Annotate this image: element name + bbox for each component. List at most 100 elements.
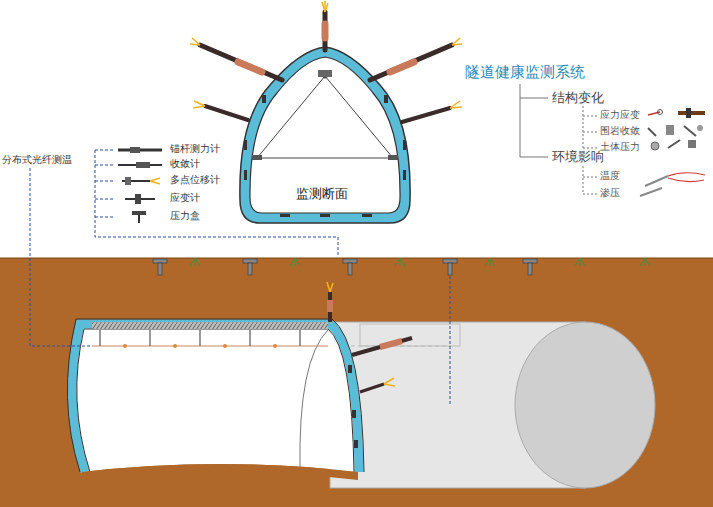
illustration-part (640, 258, 650, 266)
illustration-part (190, 44, 200, 45)
illustration-part (450, 276, 451, 405)
illustration-part (244, 140, 247, 150)
illustration-part (199, 330, 200, 346)
illustration-part (99, 330, 100, 346)
illustration-part (95, 150, 338, 256)
item-label: 应力应变 (600, 109, 640, 121)
illustration-part (248, 263, 252, 275)
illustration-part (651, 142, 659, 150)
legend-leader (95, 150, 338, 256)
illustration-part (130, 147, 140, 153)
illustration-part (243, 259, 257, 263)
illustration-part (658, 110, 663, 115)
illustration-part (354, 440, 358, 448)
illustration-part (360, 324, 460, 346)
illustration-part (244, 170, 247, 180)
illustration-part (523, 259, 537, 263)
illustration-part (244, 95, 406, 217)
category-label: 结构变化 (552, 90, 604, 106)
illustration-part (150, 178, 160, 181)
illustration-part (666, 125, 674, 135)
illustration-part (327, 300, 333, 312)
illustration-part (300, 330, 328, 470)
illustration-part (648, 128, 656, 136)
illustration-part (173, 344, 177, 348)
illustration-part (338, 322, 339, 507)
illustration-part (403, 140, 406, 150)
illustration-part (575, 258, 585, 266)
illustration-part (138, 215, 140, 223)
legend-text: 多点位移计 (170, 174, 220, 186)
illustration-part (273, 344, 277, 348)
illustration-part (125, 177, 131, 185)
legend-text: 应变计 (170, 192, 200, 204)
illustration-part (123, 344, 277, 348)
illustration-part (528, 263, 532, 275)
illustration-part (645, 176, 668, 186)
illustration-part (70, 326, 358, 472)
illustration-part (318, 70, 332, 77)
illustration-part (249, 330, 250, 346)
illustration-part (520, 84, 548, 157)
illustration-part (82, 464, 358, 480)
illustration-part (95, 150, 113, 151)
illustration-part (95, 199, 113, 200)
illustration-part (348, 365, 358, 448)
fiber-label: 分布式光纤测温 (2, 154, 72, 166)
illustration-part (323, 12, 328, 50)
illustration-part (280, 214, 290, 217)
illustration-part (262, 95, 266, 103)
illustration-part (668, 140, 680, 148)
illustration-part (67, 319, 364, 472)
illustration-part (190, 258, 200, 266)
illustration-part (384, 378, 394, 384)
item-label: 围岩收敛 (600, 125, 640, 137)
legend-text: 收敛计 (170, 158, 200, 170)
illustration-part (678, 111, 705, 115)
category-label: 环境影响 (552, 149, 604, 165)
ground (0, 258, 713, 507)
illustration-part (697, 125, 703, 131)
illustration-part (100, 330, 300, 346)
illustration-part (330, 324, 359, 472)
illustration-part (686, 108, 691, 118)
illustration-part (452, 44, 462, 45)
item-label: 温度 (600, 170, 620, 182)
illustration-part (684, 126, 696, 136)
illustration-part (352, 410, 356, 418)
illustration-part (402, 108, 450, 122)
anchor-rods (200, 12, 452, 122)
illustration-part (448, 263, 452, 275)
illustration-part (384, 384, 395, 386)
illustration-part (328, 292, 332, 322)
illustration-part (485, 258, 495, 266)
section-label: 监测断面 (296, 186, 348, 202)
illustration-part (149, 330, 150, 346)
legend-icons (118, 147, 162, 223)
illustration-part (403, 170, 406, 180)
illustration-part (450, 107, 462, 108)
flames (190, 1, 462, 108)
illustration-part (360, 384, 384, 392)
illustration-part (388, 155, 398, 160)
illustration-part (194, 101, 205, 106)
illustration-part (443, 259, 457, 263)
illustration-part (30, 168, 90, 346)
illustration-part (362, 214, 372, 217)
illustration-part (668, 173, 705, 176)
illustration-part (135, 194, 141, 204)
illustration-part (132, 211, 146, 215)
illustration-part (257, 76, 393, 158)
illustration-part (380, 341, 402, 347)
illustration-part (252, 155, 262, 160)
illustration-part (330, 283, 333, 292)
illustration-part (158, 263, 162, 275)
legend-text: 压力盒 (170, 210, 200, 222)
illustration-part (193, 106, 205, 108)
illustration-part (343, 259, 357, 263)
illustration-part (583, 166, 597, 194)
illustration-part (95, 217, 113, 218)
legend-text: 锚杆测力计 (170, 143, 220, 155)
illustration-part (390, 62, 414, 72)
